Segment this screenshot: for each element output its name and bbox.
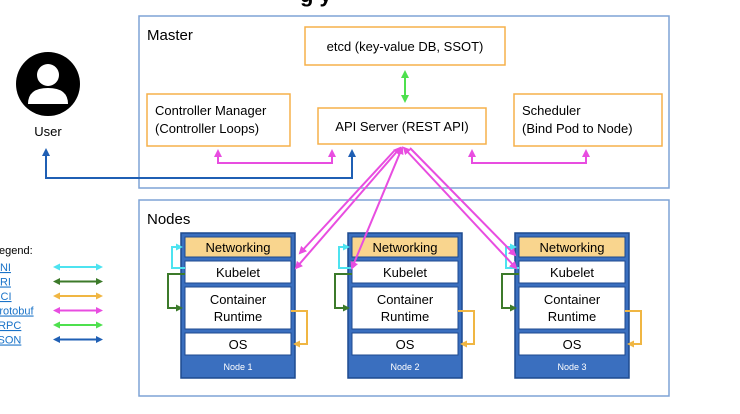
networking-label: Networking — [539, 240, 604, 255]
os-label: OS — [563, 337, 582, 352]
api-server-label: API Server (REST API) — [335, 119, 468, 134]
kubelet-label: Kubelet — [550, 265, 594, 280]
controller-manager-line2: (Controller Loops) — [155, 121, 259, 136]
master-label: Master — [147, 27, 193, 44]
scheduler-box — [513, 93, 663, 147]
legend-label-protobuf[interactable]: Protobuf — [0, 306, 35, 318]
networking-label: Networking — [205, 240, 270, 255]
oci-arrow — [291, 310, 308, 348]
container-runtime-line1: Container — [210, 292, 267, 307]
controller-manager-line1: Controller Manager — [155, 103, 267, 118]
node-2-stack: Networking Kubelet Container Runtime OS … — [334, 232, 475, 379]
container-runtime-layer — [184, 286, 292, 330]
kubelet-label: Kubelet — [383, 265, 427, 280]
legend-label-json[interactable]: JSON — [0, 335, 21, 347]
user-icon — [16, 52, 80, 116]
node-1-stack: Networking Kubelet Container Runtime OS … — [167, 232, 308, 379]
cni-arrow — [171, 243, 185, 269]
legend-label-cni[interactable]: CNI — [0, 262, 11, 274]
api-node3-protobuf-arrow — [402, 146, 518, 270]
scheduler-line1: Scheduler — [522, 103, 581, 118]
container-runtime-line1: Container — [544, 292, 601, 307]
api-node1-extra-arrow — [298, 149, 396, 255]
api-server-box — [317, 107, 487, 145]
networking-layer — [518, 236, 626, 258]
legend-label-oci[interactable]: OCI — [0, 291, 12, 303]
node-name: Node 3 — [557, 362, 586, 372]
os-layer — [351, 332, 459, 356]
cri-arrow — [334, 273, 352, 312]
nodes-label: Nodes — [147, 211, 190, 228]
networking-layer — [184, 236, 292, 258]
node-3-stack: Networking Kubelet Container Runtime OS … — [501, 232, 642, 379]
os-layer — [184, 332, 292, 356]
etcd-label: etcd (key-value DB, SSOT) — [327, 39, 484, 54]
kubelet-label: Kubelet — [216, 265, 260, 280]
container-runtime-layer — [351, 286, 459, 330]
os-label: OS — [396, 337, 415, 352]
os-layer — [518, 332, 626, 356]
diagram-title-partial: g y — [300, 0, 333, 7]
container-runtime-line2: Runtime — [381, 309, 429, 324]
oci-arrow — [458, 310, 475, 348]
container-runtime-layer — [518, 286, 626, 330]
networking-label: Networking — [372, 240, 437, 255]
legend-label-grpc[interactable]: gRPC — [0, 320, 21, 332]
container-runtime-line2: Runtime — [548, 309, 596, 324]
os-label: OS — [229, 337, 248, 352]
cri-arrow — [167, 273, 185, 312]
legend: CNI CRI OCI Protobuf gRPC JSON — [0, 262, 103, 347]
scheduler-line2: (Bind Pod to Node) — [522, 121, 633, 136]
oci-arrow — [625, 310, 642, 348]
api-node2-protobuf-arrow — [350, 146, 404, 270]
api-node3-extra-arrow — [409, 147, 517, 257]
controller-manager-box — [146, 93, 291, 147]
container-runtime-line1: Container — [377, 292, 434, 307]
legend-title: egend: — [0, 245, 33, 257]
container-runtime-line2: Runtime — [214, 309, 262, 324]
kubelet-layer — [184, 260, 292, 284]
node-name: Node 1 — [223, 362, 252, 372]
etcd-box — [304, 26, 506, 66]
user-label: User — [34, 124, 62, 139]
node-name: Node 2 — [390, 362, 419, 372]
cri-arrow — [501, 273, 519, 312]
legend-label-cri[interactable]: CRI — [0, 277, 11, 289]
kubelet-layer — [518, 260, 626, 284]
